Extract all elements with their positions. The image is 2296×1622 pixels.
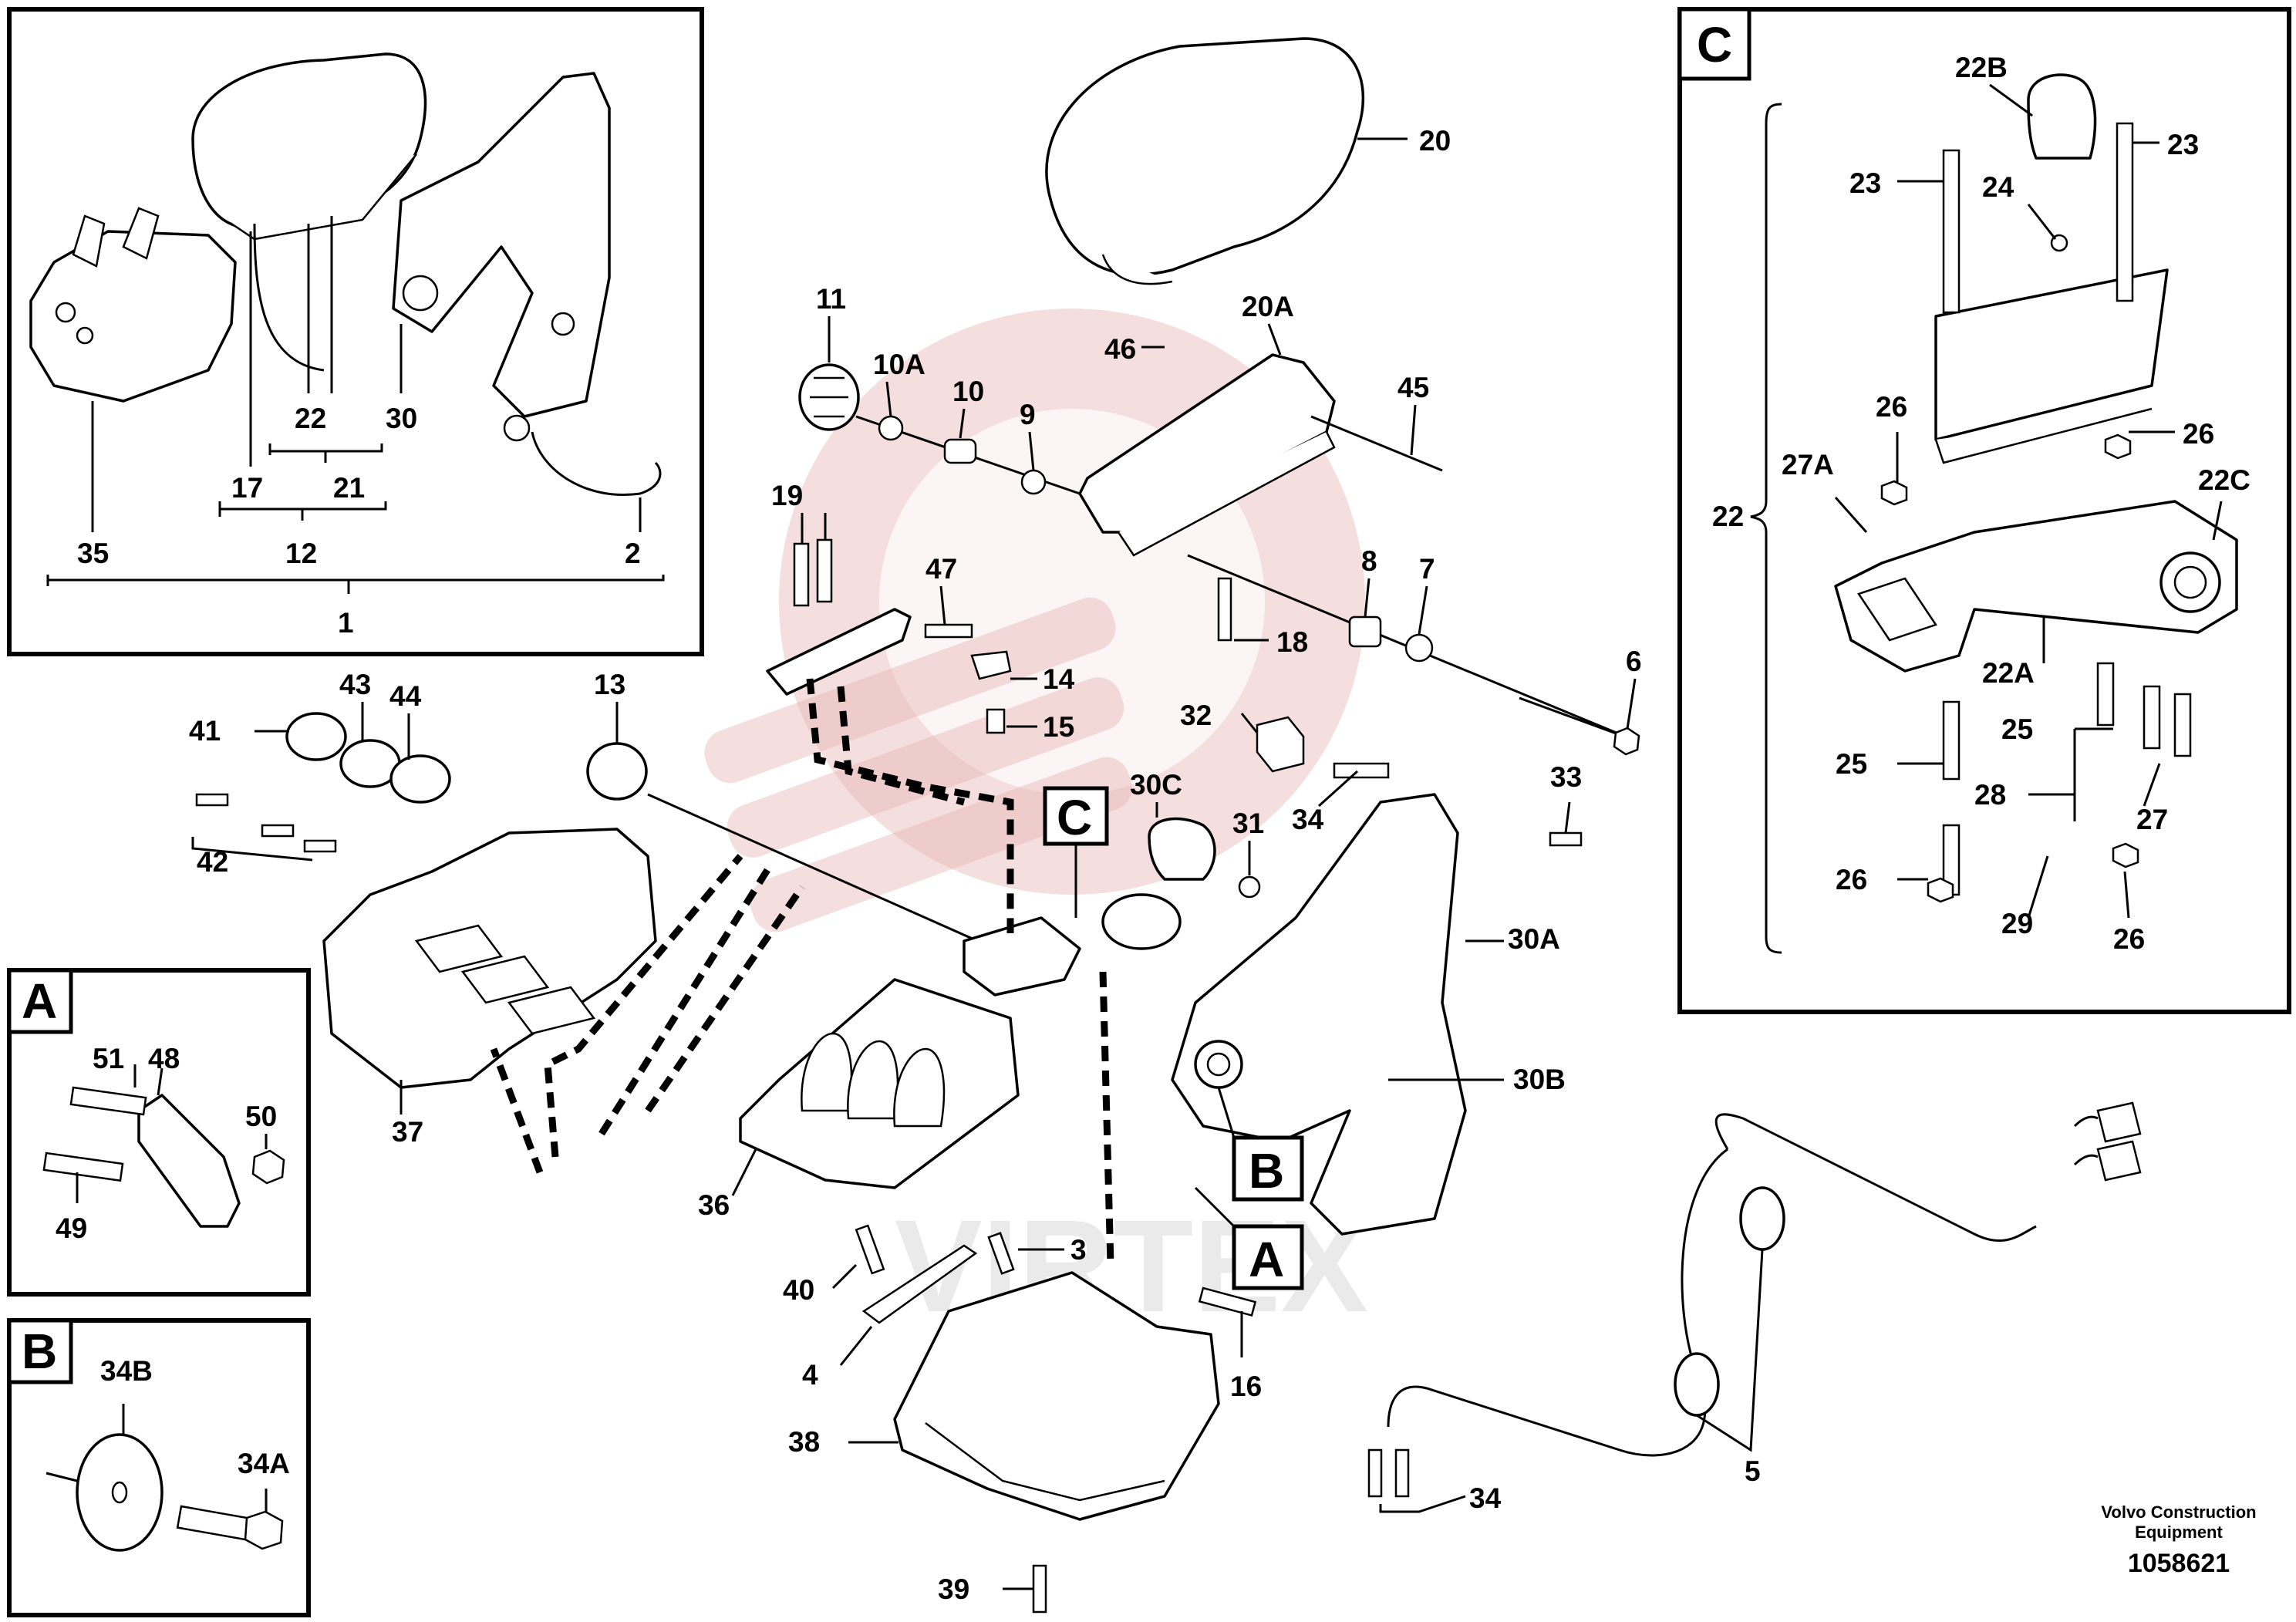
label-24: 24: [1982, 171, 2014, 203]
label-42: 42: [197, 846, 228, 878]
label-34-lower: 34: [1469, 1482, 1502, 1514]
label-39: 39: [938, 1573, 969, 1605]
label-20: 20: [1419, 125, 1451, 157]
label-22-brace: 22: [1712, 501, 1744, 532]
label-1: 1: [338, 607, 354, 639]
label-11: 11: [816, 283, 846, 315]
label-6: 6: [1626, 646, 1642, 677]
svg-text:A: A: [1249, 1232, 1284, 1287]
label-17: 17: [231, 472, 263, 504]
label-12: 12: [285, 538, 317, 569]
label-27A: 27A: [1782, 449, 1834, 481]
label-19: 19: [771, 480, 803, 511]
inset-b-letter: B: [22, 1324, 57, 1379]
label-22: 22: [295, 403, 326, 434]
label-23-right: 23: [2167, 129, 2199, 160]
label-7: 7: [1419, 553, 1435, 585]
label-36: 36: [698, 1189, 730, 1221]
main-exploded-view: C B A 20 20A 11 10A 10 9 46 45 19 47 8 7…: [189, 37, 2142, 1614]
label-46: 46: [1104, 333, 1136, 365]
label-34B: 34B: [100, 1355, 153, 1387]
label-51: 51: [93, 1043, 124, 1074]
label-30: 30: [386, 403, 417, 434]
label-8: 8: [1361, 545, 1377, 577]
label-48: 48: [148, 1043, 180, 1074]
label-5: 5: [1745, 1455, 1761, 1487]
callout-b: B: [1217, 1087, 1304, 1202]
label-40: 40: [783, 1274, 814, 1306]
label-33: 33: [1550, 761, 1582, 793]
label-47: 47: [925, 553, 957, 585]
callout-a: A: [1194, 1186, 1304, 1290]
label-15: 15: [1043, 711, 1074, 743]
label-37: 37: [392, 1116, 423, 1148]
label-16: 16: [1230, 1371, 1262, 1402]
label-26-bottom-left: 26: [1836, 864, 1867, 895]
label-10: 10: [952, 376, 984, 407]
label-26-bottom-right: 26: [2113, 923, 2145, 955]
label-18: 18: [1276, 626, 1308, 658]
label-20A: 20A: [1242, 291, 1294, 322]
label-50: 50: [245, 1101, 277, 1132]
inset-a: A 51 48 50 49: [7, 968, 311, 1297]
label-41: 41: [189, 715, 221, 747]
drawing-footer: Volvo Construction Equipment 1058621: [2101, 1502, 2256, 1578]
label-28: 28: [1974, 779, 2006, 811]
label-45: 45: [1397, 372, 1429, 403]
drawing-number: 1058621: [2128, 1549, 2230, 1578]
inset-assembly: 35 17 22 30 21 12 2 1: [7, 7, 704, 656]
inset-c: C: [1677, 7, 2291, 1014]
label-49: 49: [56, 1212, 87, 1244]
label-29: 29: [2001, 908, 2033, 939]
label-26-top-right: 26: [2183, 418, 2214, 450]
label-32: 32: [1180, 700, 1212, 731]
inset-a-letter: A: [22, 973, 57, 1029]
label-26-top-left: 26: [1876, 391, 1907, 423]
label-43: 43: [339, 669, 371, 700]
label-22C: 22C: [2198, 464, 2250, 496]
label-14: 14: [1043, 663, 1075, 695]
label-38: 38: [788, 1426, 820, 1458]
brand-line-1: Volvo Construction: [2101, 1502, 2256, 1522]
label-44: 44: [389, 680, 422, 712]
label-34A: 34A: [238, 1448, 290, 1479]
label-3: 3: [1070, 1234, 1087, 1266]
svg-text:C: C: [1057, 790, 1092, 845]
label-25-right: 25: [2001, 713, 2033, 745]
callout-c: C: [1043, 786, 1109, 918]
label-27: 27: [2136, 804, 2168, 835]
svg-text:B: B: [1249, 1143, 1284, 1199]
label-21: 21: [333, 472, 365, 504]
label-13: 13: [594, 669, 625, 700]
label-4: 4: [802, 1359, 818, 1391]
inset-c-letter: C: [1697, 17, 1732, 73]
label-35: 35: [77, 538, 109, 569]
label-22B: 22B: [1955, 52, 2008, 83]
label-30C: 30C: [1130, 769, 1182, 801]
label-9: 9: [1020, 399, 1036, 430]
label-34-upper: 34: [1292, 804, 1324, 835]
label-30A: 30A: [1508, 923, 1560, 955]
label-23-left: 23: [1849, 167, 1881, 199]
brand-line-2: Equipment: [2135, 1523, 2223, 1542]
label-2: 2: [625, 538, 641, 569]
label-30B: 30B: [1513, 1064, 1566, 1095]
inset-b: B 34B 34A: [7, 1318, 311, 1617]
label-22A: 22A: [1982, 657, 2035, 689]
label-10A: 10A: [873, 349, 925, 380]
label-25-left: 25: [1836, 748, 1867, 780]
label-31: 31: [1232, 808, 1264, 839]
